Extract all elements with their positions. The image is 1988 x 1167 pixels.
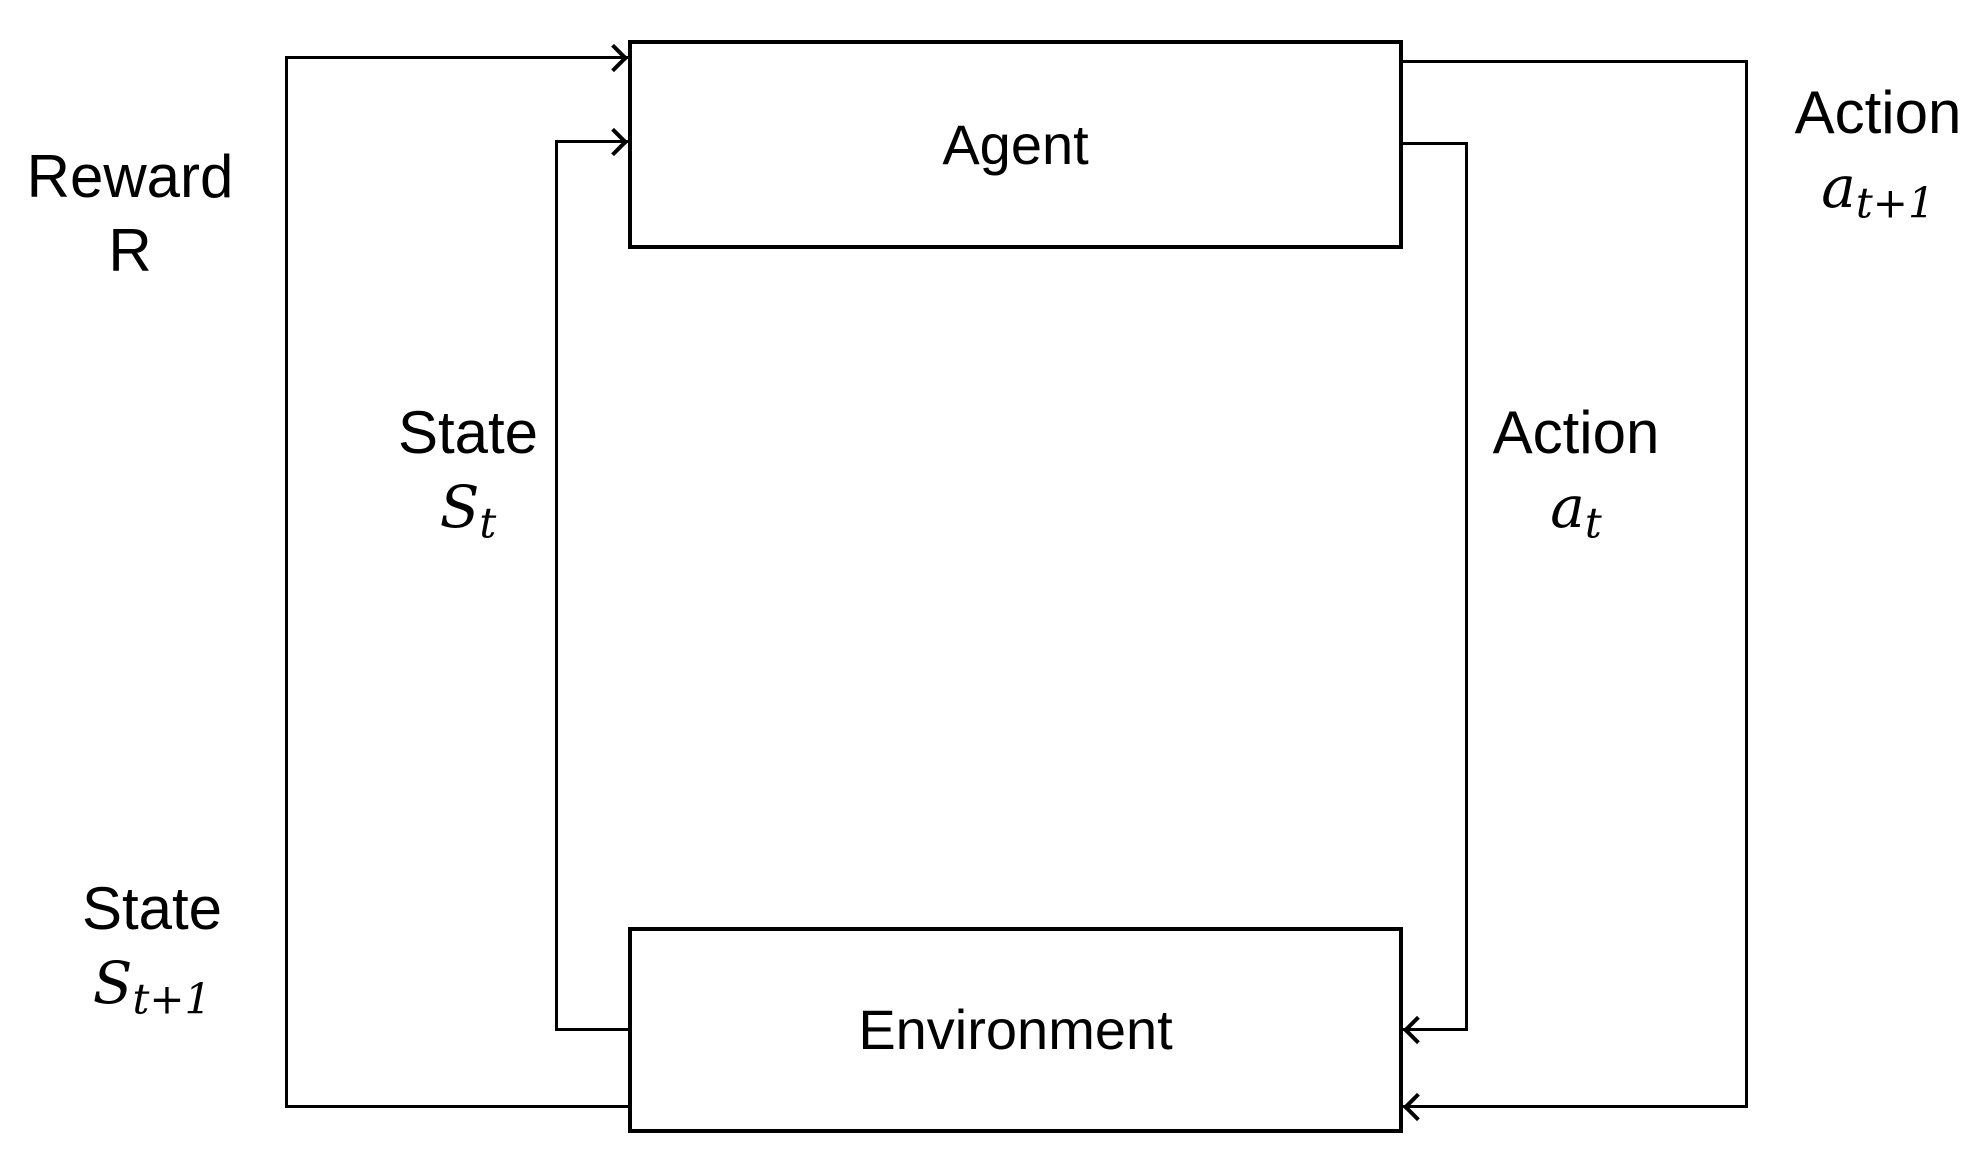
state-t1-label-math: St+1 xyxy=(42,946,262,1020)
action-t-label-math: at xyxy=(1466,470,1686,544)
state-t1-label-word: State xyxy=(81,875,223,942)
environment-node-label: Environment xyxy=(858,998,1173,1061)
state-t1-symbol: S xyxy=(92,949,133,1017)
state-t1-label: State St+1 xyxy=(42,872,262,1020)
state-arrow-top-segment xyxy=(556,140,628,143)
action-t1-subscript: t+1 xyxy=(1855,178,1935,228)
reward-label-word: Reward xyxy=(26,143,234,210)
reward-arrow-top-segment xyxy=(286,56,628,59)
action-t-arrow-top-segment xyxy=(1402,142,1468,145)
agent-node-label: Agent xyxy=(942,112,1089,176)
environment-node: Environment xyxy=(628,927,1403,1133)
action-t-symbol: a xyxy=(1550,473,1585,541)
action-t1-label: Action at+1 xyxy=(1768,76,1988,224)
reward-label: Reward R xyxy=(20,140,240,288)
action-t-arrowhead-icon xyxy=(1402,1015,1432,1045)
action-t1-arrow-vertical-segment xyxy=(1745,60,1748,1108)
state-t-label-word: State xyxy=(397,399,539,466)
action-t1-arrow-bottom-segment xyxy=(1403,1105,1747,1108)
action-t-subscript: t xyxy=(1584,498,1602,548)
action-t-arrow-bottom-segment xyxy=(1403,1028,1467,1031)
agent-node: Agent xyxy=(628,40,1403,249)
reward-arrow-vertical-segment xyxy=(285,56,288,1108)
reward-label-symbol: R xyxy=(108,217,152,284)
action-t-label: Action at xyxy=(1466,396,1686,544)
action-t1-label-word: Action xyxy=(1794,79,1962,146)
state-t-label-math: St xyxy=(358,470,578,544)
state-t-subscript: t xyxy=(479,498,497,548)
reward-arrow-bottom-segment xyxy=(285,1105,629,1108)
action-t1-arrowhead-icon xyxy=(1402,1092,1432,1122)
state-arrow-bottom-segment xyxy=(555,1028,629,1031)
state-arrow-vertical-segment xyxy=(555,140,558,1031)
state-t-label: State St xyxy=(358,396,578,544)
action-t1-arrow-top-segment xyxy=(1402,60,1748,63)
action-t-label-word: Action xyxy=(1492,399,1660,466)
reward-arrowhead-icon xyxy=(599,43,629,73)
action-t1-label-math: at+1 xyxy=(1768,150,1988,224)
action-t1-symbol: a xyxy=(1821,153,1856,221)
action-t-arrow-vertical-segment xyxy=(1465,142,1468,1031)
state-arrowhead-icon xyxy=(599,127,629,157)
state-t1-subscript: t+1 xyxy=(132,974,212,1024)
state-t-symbol: S xyxy=(439,473,480,541)
